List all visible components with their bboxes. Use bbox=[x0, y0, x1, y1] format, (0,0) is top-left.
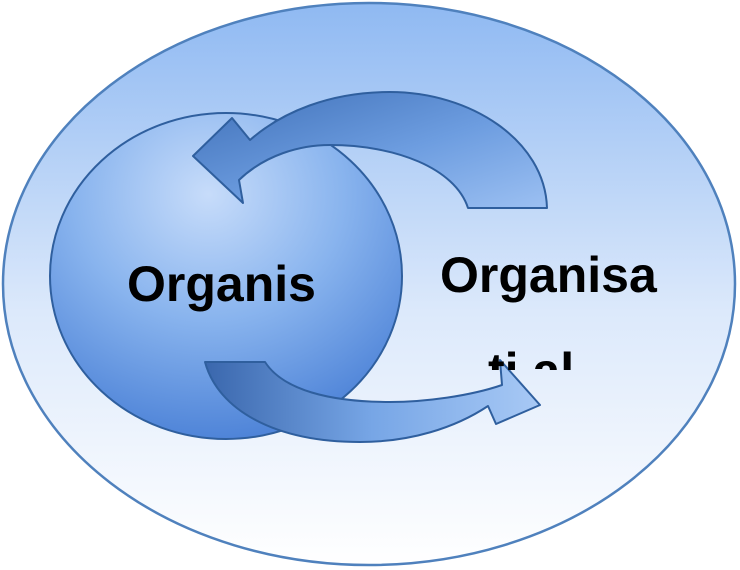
left-label: Organis bbox=[127, 256, 316, 312]
curved-arrow-right-icon bbox=[204, 359, 541, 443]
right-label: Organisa bbox=[440, 247, 658, 303]
right-label-cut: ti al bbox=[488, 343, 574, 399]
organisation-circle bbox=[49, 112, 403, 440]
curved-arrow-left-icon bbox=[192, 91, 548, 209]
